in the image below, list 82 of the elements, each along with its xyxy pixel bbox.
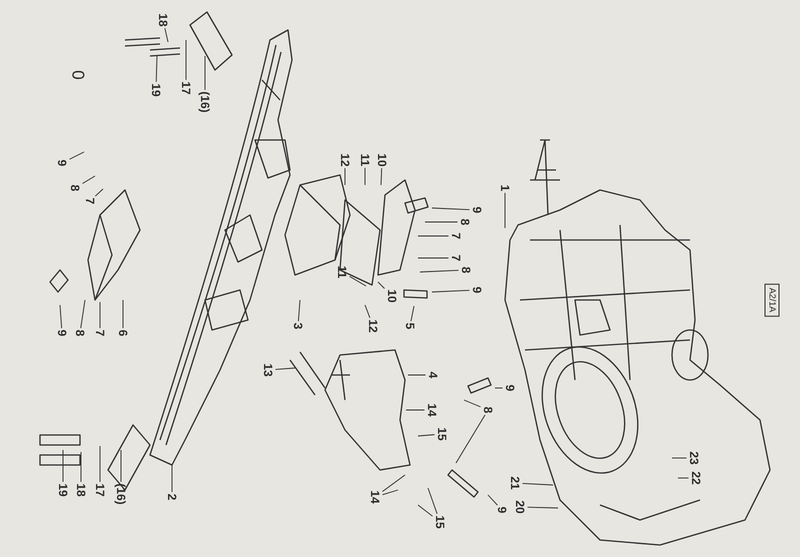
callout-number: 8: [459, 218, 471, 226]
leader-line: [275, 368, 296, 370]
callout-number: 8: [482, 406, 494, 414]
leader-line: [408, 374, 426, 376]
leader-line: [298, 300, 300, 322]
callout-number: 15: [436, 427, 448, 441]
callout-number: 6: [117, 330, 129, 336]
leader-line: [60, 304, 62, 329]
leader-line: [364, 167, 366, 186]
callout-number: 11: [359, 154, 371, 166]
leader-line: [344, 168, 346, 186]
leader-line: [156, 54, 158, 82]
leader-line: [120, 450, 122, 482]
callout-number: 12: [367, 319, 379, 333]
leader-line: [432, 290, 470, 292]
callout-number: 9: [56, 330, 68, 336]
leader-line: [432, 208, 470, 210]
leader-line: [382, 490, 398, 496]
callout-number: 2: [166, 494, 178, 500]
leader-line: [80, 452, 82, 482]
leader-line: [80, 300, 86, 329]
leader-line: [418, 434, 435, 436]
leader-line: [464, 400, 481, 408]
callout-number: 1: [499, 184, 511, 192]
leader-line: [488, 494, 498, 506]
callout-number: 20: [514, 500, 526, 514]
leader-line: [418, 504, 433, 517]
callout-number: 9: [496, 506, 508, 514]
callout-number: 12: [339, 153, 351, 167]
leader-line: [527, 506, 558, 508]
page-mark: 0: [70, 70, 86, 80]
callout-number: 8: [74, 330, 86, 336]
leader-line: [428, 488, 438, 514]
leader-line: [382, 474, 406, 492]
leader-line: [349, 276, 366, 286]
leader-line: [122, 300, 124, 329]
leader-line: [364, 304, 370, 318]
callout-number: 3: [292, 322, 304, 330]
leader-line: [420, 270, 459, 272]
callout-number: 23: [688, 451, 700, 465]
leader-line: [380, 168, 382, 186]
callout-number: 4: [427, 372, 439, 378]
leader-line: [410, 306, 414, 322]
callout-number: 15: [434, 515, 446, 529]
callout-number: 8: [69, 184, 81, 192]
callout-number: 18: [157, 13, 169, 27]
drawing-code: A2/1A: [764, 284, 780, 316]
callout-number: 10: [376, 153, 388, 167]
callout-number: 11: [336, 266, 348, 278]
callout-number: 9: [471, 206, 483, 214]
callout-number: 7: [84, 198, 96, 204]
leader-line: [82, 176, 96, 184]
callout-number: 17: [94, 483, 106, 497]
callout-number: 7: [450, 254, 462, 262]
leader-line: [378, 282, 385, 289]
callout-number: 19: [57, 483, 69, 497]
callout-number: 10: [386, 289, 398, 303]
callout-number: 14: [426, 403, 438, 417]
callout-number: (16): [199, 91, 211, 113]
callout-number: 7: [450, 232, 462, 240]
leader-line: [69, 152, 84, 160]
callout-number: 8: [460, 266, 472, 274]
callout-number: 5: [404, 322, 416, 330]
leader-line: [164, 28, 168, 42]
callout-number: 9: [56, 160, 68, 166]
callout-number: 19: [150, 83, 162, 97]
callout-number: 13: [262, 363, 274, 377]
callout-number: (16): [115, 483, 127, 505]
callout-number: 21: [509, 476, 521, 490]
callout-number: 17: [180, 81, 192, 95]
leader-line: [204, 56, 206, 90]
leader-line: [94, 188, 104, 197]
callout-number: 22: [690, 471, 702, 485]
callout-number: 7: [94, 330, 106, 336]
callout-number: 18: [75, 483, 87, 497]
callout-number: 9: [504, 384, 516, 392]
leader-line: [522, 482, 554, 486]
leader-line: [504, 192, 506, 228]
callout-number: 9: [471, 286, 483, 294]
callout-number: 14: [369, 490, 381, 504]
leader-line: [456, 414, 486, 464]
leader-line: [62, 450, 64, 482]
